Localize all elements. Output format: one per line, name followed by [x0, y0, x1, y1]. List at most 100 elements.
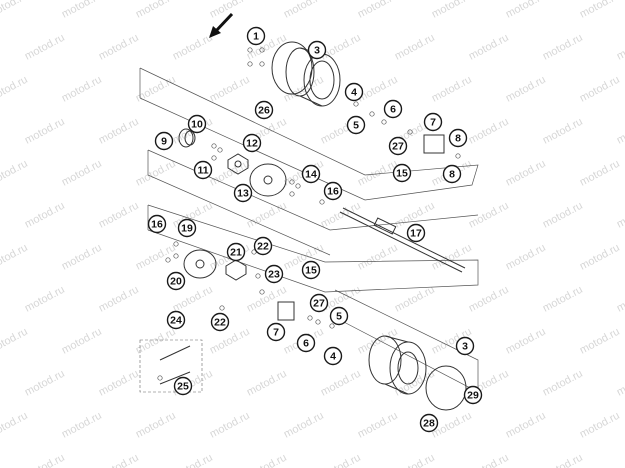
- callout-label: 4: [330, 351, 336, 363]
- watermark-text: motod.ru: [171, 452, 215, 468]
- callout-3: 3: [455, 336, 475, 356]
- callout-circle: [301, 164, 321, 184]
- watermark-text: motod.ru: [578, 242, 622, 273]
- callout-label: 3: [314, 45, 320, 57]
- fastener-dot: [315, 319, 321, 325]
- watermark-text: motod.ru: [504, 0, 548, 21]
- callout-circle: [226, 242, 246, 262]
- callout-label: 15: [396, 168, 408, 180]
- callout-21: 21: [226, 242, 246, 262]
- fastener-dot: [295, 183, 301, 189]
- watermark-text: motod.ru: [0, 242, 30, 273]
- watermark-text: motod.ru: [23, 284, 67, 315]
- watermark-text: motod.ru: [134, 410, 178, 441]
- callout-circle: [166, 310, 186, 330]
- callout-label: 20: [170, 276, 182, 288]
- callout-circle: [307, 40, 327, 60]
- watermark-text: motod.ru: [282, 410, 326, 441]
- part-disc-13: [249, 163, 287, 197]
- callout-circle: [388, 136, 408, 156]
- watermark-text: motod.ru: [134, 158, 178, 189]
- watermark-text: motod.ru: [60, 158, 104, 189]
- callout-circle: [253, 236, 273, 256]
- part-axle-17: [339, 207, 466, 273]
- callout-1: 1: [246, 26, 266, 46]
- callout-10: 10: [187, 114, 207, 134]
- watermark-text: motod.ru: [134, 0, 178, 21]
- watermark-text: motod.ru: [23, 200, 67, 231]
- part-sprocket-20: [183, 249, 217, 279]
- callout-label: 25: [177, 381, 189, 393]
- callout-19: 19: [177, 218, 197, 238]
- callout-label: 22: [214, 317, 226, 329]
- callout-circle: [193, 160, 213, 180]
- watermark-text: motod.ru: [23, 116, 67, 147]
- watermark-text: motod.ru: [208, 74, 252, 105]
- callout-13: 13: [233, 183, 253, 203]
- callout-29: 29: [463, 385, 483, 405]
- callout-circle: [233, 183, 253, 203]
- watermark-text: motod.ru: [97, 452, 141, 468]
- callout-11: 11: [193, 160, 213, 180]
- callout-label: 27: [392, 141, 404, 153]
- callout-15: 15: [301, 260, 321, 280]
- watermark-text: motod.ru: [356, 410, 400, 441]
- fastener-dot: [247, 61, 253, 67]
- watermark-text: motod.ru: [319, 368, 363, 399]
- callout-circle: [309, 293, 329, 313]
- callout-circle: [344, 82, 364, 102]
- watermark-text: motod.ru: [245, 368, 289, 399]
- watermark-text: motod.ru: [208, 326, 252, 357]
- watermark-text: motod.ru: [615, 116, 625, 147]
- callout-circle: [463, 385, 483, 405]
- direction-arrow-icon: [209, 12, 234, 38]
- callout-label: 13: [237, 188, 249, 200]
- callout-circle: [406, 223, 426, 243]
- callout-label: 23: [268, 269, 280, 281]
- callout-circle: [423, 112, 443, 132]
- callout-8: 8: [442, 164, 462, 184]
- callout-label: 16: [151, 219, 163, 231]
- callout-16: 16: [147, 214, 167, 234]
- watermark-text: motod.ru: [504, 74, 548, 105]
- watermark-text: motod.ru: [60, 410, 104, 441]
- fastener-dot: [247, 47, 253, 53]
- callout-circle: [177, 218, 197, 238]
- watermark-text: motod.ru: [134, 326, 178, 357]
- callout-5: 5: [329, 306, 349, 326]
- watermark-text: motod.ru: [615, 32, 625, 63]
- callout-label: 27: [313, 298, 325, 310]
- watermark-text: motod.ru: [60, 242, 104, 273]
- callout-22: 22: [210, 312, 230, 332]
- callout-12: 12: [242, 133, 262, 153]
- callout-label: 8: [455, 133, 461, 145]
- callout-14: 14: [301, 164, 321, 184]
- watermark-text: motod.ru: [430, 74, 474, 105]
- callout-circle: [329, 306, 349, 326]
- callout-label: 17: [410, 228, 422, 240]
- callout-circle: [254, 100, 274, 120]
- callout-label: 28: [423, 418, 435, 430]
- callout-label: 8: [449, 169, 455, 181]
- watermark-text: motod.ru: [615, 452, 625, 468]
- callout-label: 9: [161, 136, 167, 148]
- watermark-text: motod.ru: [615, 284, 625, 315]
- callout-label: 5: [353, 120, 359, 132]
- watermark-text: motod.ru: [467, 284, 511, 315]
- callout-label: 29: [467, 390, 479, 402]
- watermark-text: motod.ru: [245, 200, 289, 231]
- watermark-text: motod.ru: [97, 32, 141, 63]
- watermark-text: motod.ru: [541, 452, 585, 468]
- watermark-text: motod.ru: [23, 32, 67, 63]
- callout-circle: [187, 114, 207, 134]
- watermark-text: motod.ru: [97, 200, 141, 231]
- callout-24: 24: [166, 310, 186, 330]
- watermark-text: motod.ru: [393, 32, 437, 63]
- callout-5: 5: [346, 115, 366, 135]
- fastener-dot: [289, 191, 295, 197]
- callout-28: 28: [419, 413, 439, 433]
- watermark-text: motod.ru: [319, 200, 363, 231]
- watermark-text: motod.ru: [504, 158, 548, 189]
- callout-3: 3: [307, 40, 327, 60]
